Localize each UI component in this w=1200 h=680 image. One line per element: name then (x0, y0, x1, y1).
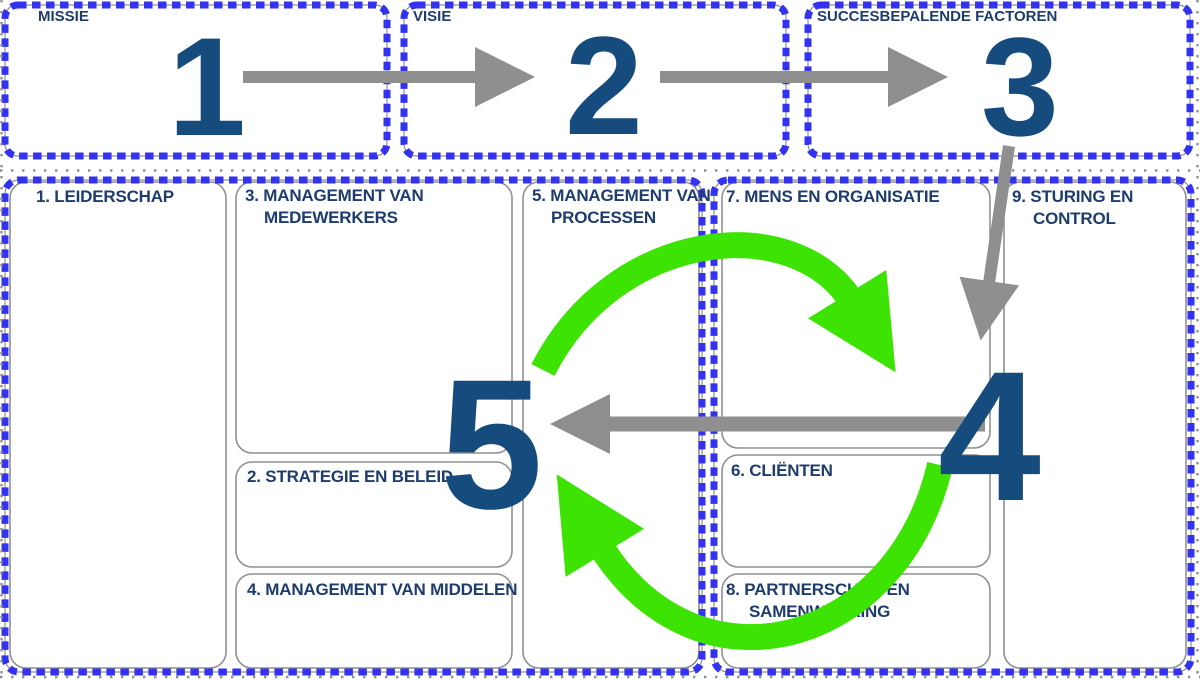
number-4: 4 (938, 334, 1041, 540)
label-processen: 5. MANAGEMENT VAN PROCESSEN (532, 186, 711, 228)
arrow-succesfactoren-to-resultaat (959, 145, 1019, 341)
label-partnerschap: 8. PARTNERSCHAP EN SAMENWERKING (726, 580, 910, 622)
label-strategie: 2. STRATEGIE EN BELEID (247, 467, 453, 486)
label-missie: MISSIE (38, 8, 89, 25)
number-5: 5 (440, 342, 543, 548)
strategie-box (235, 461, 513, 568)
number-1: 1 (168, 8, 246, 165)
label-mens-en-organisatie: 7. MENS EN ORGANISATIE (726, 187, 940, 206)
label-visie: VISIE (413, 8, 452, 25)
label-leiderschap: 1. LEIDERSCHAP (36, 187, 174, 206)
number-3: 3 (981, 8, 1059, 165)
label-sturing: 9. STURING EN CONTROL (1012, 187, 1134, 229)
label-succesfactoren: SUCCESBEPALENDE FACTOREN (817, 8, 1058, 25)
leiderschap-box (9, 181, 227, 669)
middelen-box (235, 573, 513, 669)
label-medewerkers: 3. MANAGEMENT VAN MEDEWERKERS (245, 186, 424, 228)
number-2: 2 (565, 7, 643, 164)
label-clienten: 6. CLIËNTEN (731, 461, 833, 480)
label-middelen: 4. MANAGEMENT VAN MIDDELEN (247, 580, 518, 599)
